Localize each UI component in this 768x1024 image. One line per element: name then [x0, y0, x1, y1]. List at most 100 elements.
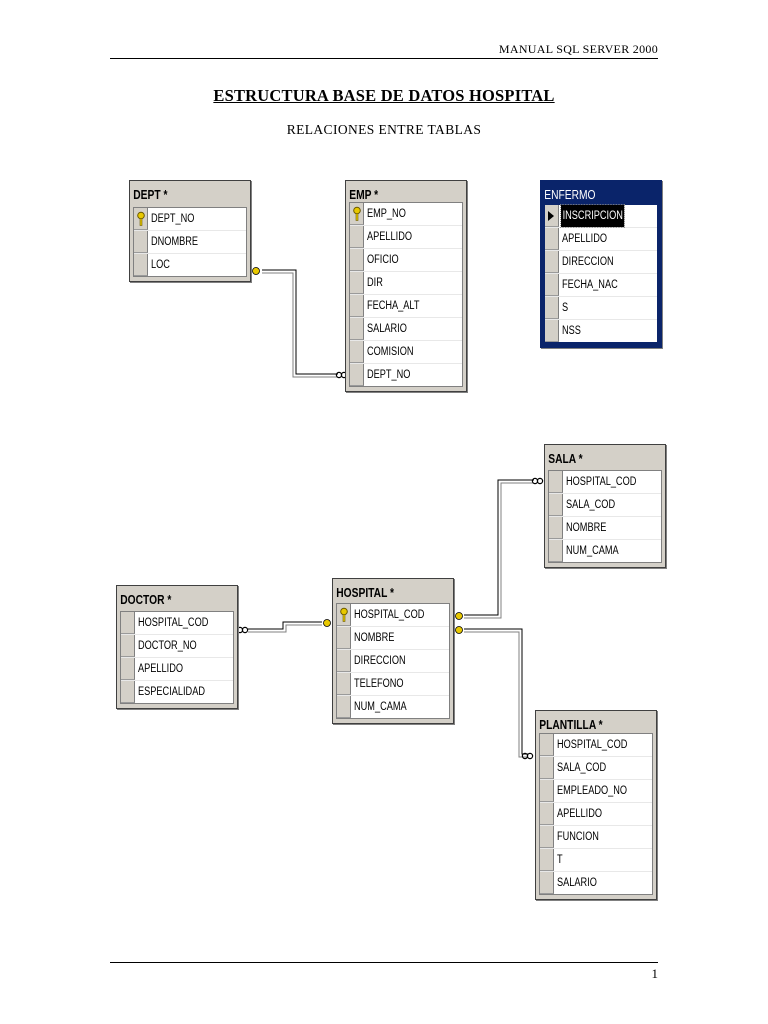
row-selector[interactable] [545, 228, 559, 250]
column-row[interactable]: DOCTOR_NO [121, 635, 233, 658]
table-title[interactable]: DOCTOR * [120, 593, 172, 607]
column-row[interactable]: DIRECCION [337, 650, 449, 673]
column-row[interactable]: SALARIO [350, 318, 462, 341]
column-row[interactable]: HOSPITAL_COD [337, 604, 449, 627]
row-selector[interactable] [540, 757, 554, 779]
row-selector[interactable] [350, 272, 364, 294]
column-row[interactable]: LOC [134, 254, 246, 276]
row-selector[interactable] [350, 295, 364, 317]
row-selector[interactable] [337, 650, 351, 672]
row-selector[interactable] [337, 696, 351, 718]
row-selector[interactable] [549, 471, 563, 493]
column-name: DNOMBRE [151, 236, 199, 248]
column-row[interactable]: EMPLEADO_NO [540, 780, 652, 803]
column-row[interactable]: HOSPITAL_COD [549, 471, 661, 494]
column-row[interactable]: DNOMBRE [134, 231, 246, 254]
row-selector[interactable] [121, 612, 135, 634]
row-selector[interactable] [540, 849, 554, 871]
row-selector[interactable] [134, 231, 148, 253]
column-name: SALARIO [367, 323, 407, 335]
column-row[interactable]: FECHA_ALT [350, 295, 462, 318]
row-selector[interactable] [545, 274, 559, 296]
row-selector[interactable] [350, 318, 364, 340]
column-name: SALARIO [557, 877, 597, 889]
row-selector[interactable] [350, 249, 364, 271]
row-selector[interactable] [337, 604, 351, 626]
column-name: LOC [151, 259, 170, 271]
column-row[interactable]: ESPECIALIDAD [121, 681, 233, 703]
row-selector[interactable] [350, 203, 364, 225]
row-selector[interactable] [549, 494, 563, 516]
row-selector[interactable] [540, 780, 554, 802]
row-selector[interactable] [540, 803, 554, 825]
column-name: HOSPITAL_COD [566, 476, 637, 488]
row-pointer-icon [548, 211, 554, 221]
table-title[interactable]: EMP * [349, 188, 379, 202]
column-row[interactable]: DIRECCION [545, 251, 657, 274]
row-selector[interactable] [121, 635, 135, 657]
table-emp[interactable]: EMP * EMP_NO APELLIDO OFICIO DIR FECHA_A… [345, 180, 467, 392]
table-enfermo[interactable]: ENFERMO INSCRIPCION APELLIDO DIRECCION F… [540, 180, 662, 348]
row-selector[interactable] [540, 734, 554, 756]
column-row[interactable]: TELEFONO [337, 673, 449, 696]
column-list: DEPT_NO DNOMBRE LOC [133, 207, 247, 277]
column-row[interactable]: DIR [350, 272, 462, 295]
table-title[interactable]: DEPT * [133, 188, 168, 202]
column-row[interactable]: OFICIO [350, 249, 462, 272]
column-row[interactable]: NOMBRE [549, 517, 661, 540]
column-row[interactable]: SALA_COD [540, 757, 652, 780]
row-selector[interactable] [540, 826, 554, 848]
row-selector[interactable] [540, 872, 554, 894]
column-row[interactable]: HOSPITAL_COD [540, 734, 652, 757]
row-selector[interactable] [350, 226, 364, 248]
column-row[interactable]: S [545, 297, 657, 320]
column-list: INSCRIPCION APELLIDO DIRECCION FECHA_NAC… [544, 204, 658, 343]
table-plantilla[interactable]: PLANTILLA * HOSPITAL_COD SALA_COD EMPLEA… [535, 710, 657, 900]
column-row[interactable]: NUM_CAMA [549, 540, 661, 562]
column-row[interactable]: NOMBRE [337, 627, 449, 650]
column-row[interactable]: DEPT_NO [350, 364, 462, 386]
table-title[interactable]: PLANTILLA * [539, 718, 603, 732]
row-selector[interactable] [337, 673, 351, 695]
table-doctor[interactable]: DOCTOR * HOSPITAL_COD DOCTOR_NO APELLIDO… [116, 585, 238, 709]
row-selector[interactable] [134, 254, 148, 276]
column-row[interactable]: APELLIDO [350, 226, 462, 249]
column-row[interactable]: APELLIDO [545, 228, 657, 251]
column-row[interactable]: FECHA_NAC [545, 274, 657, 297]
column-row[interactable]: EMP_NO [350, 203, 462, 226]
column-row[interactable]: APELLIDO [540, 803, 652, 826]
column-row[interactable]: FUNCION [540, 826, 652, 849]
row-selector[interactable] [134, 208, 148, 230]
column-row[interactable]: INSCRIPCION [545, 204, 657, 228]
table-title[interactable]: SALA * [548, 452, 583, 466]
column-row[interactable]: HOSPITAL_COD [121, 612, 233, 635]
table-title[interactable]: ENFERMO [544, 188, 596, 202]
column-row[interactable]: SALARIO [540, 872, 652, 894]
table-title[interactable]: HOSPITAL * [336, 586, 395, 600]
column-row[interactable]: APELLIDO [121, 658, 233, 681]
row-selector[interactable] [545, 297, 559, 319]
column-name: NUM_CAMA [354, 701, 407, 713]
column-row[interactable]: DEPT_NO [134, 208, 246, 231]
page-number: 1 [651, 966, 659, 981]
row-selector[interactable] [545, 251, 559, 273]
row-selector[interactable] [549, 517, 563, 539]
row-selector[interactable] [121, 658, 135, 680]
table-dept[interactable]: DEPT * DEPT_NO DNOMBRE LOC [129, 180, 251, 282]
column-row[interactable]: T [540, 849, 652, 872]
key-icon [353, 206, 361, 221]
column-row[interactable]: SALA_COD [549, 494, 661, 517]
row-selector[interactable] [545, 205, 559, 227]
column-row[interactable]: COMISION [350, 341, 462, 364]
row-selector[interactable] [549, 540, 563, 562]
column-name: DIR [367, 277, 383, 289]
row-selector[interactable] [350, 341, 364, 363]
table-hospital[interactable]: HOSPITAL * HOSPITAL_COD NOMBRE DIRECCION… [332, 578, 454, 724]
column-row[interactable]: NUM_CAMA [337, 696, 449, 718]
row-selector[interactable] [545, 320, 559, 342]
table-sala[interactable]: SALA * HOSPITAL_COD SALA_COD NOMBRE NUM_… [544, 444, 666, 568]
row-selector[interactable] [337, 627, 351, 649]
row-selector[interactable] [121, 681, 135, 703]
column-row[interactable]: NSS [545, 320, 657, 342]
row-selector[interactable] [350, 364, 364, 386]
